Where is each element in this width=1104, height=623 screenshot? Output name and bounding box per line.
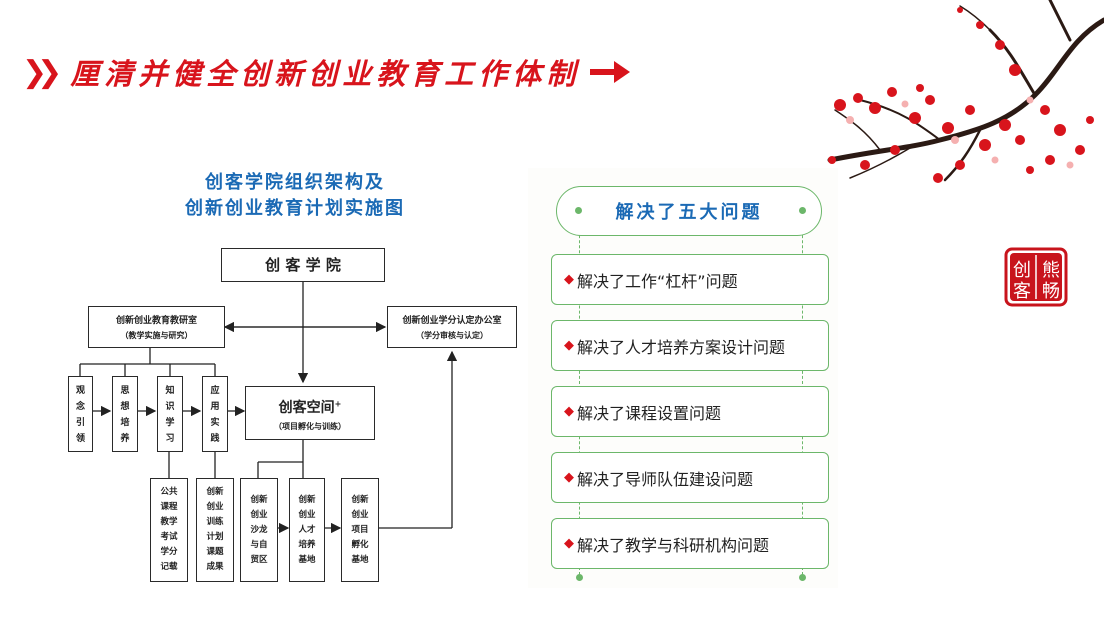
problem-item-label: 解决了导师队伍建设问题 xyxy=(577,469,754,489)
org-box-char: 课程 xyxy=(160,502,178,512)
problem-item-1: ◆ 解决了工作“杠杆”问题 xyxy=(551,254,829,305)
org-box-label: 创新创业学分认定办公室 xyxy=(402,316,502,326)
org-box-char: 学分 xyxy=(160,547,178,557)
title-text: 厘清并健全创新创业教育工作体制 xyxy=(70,57,581,91)
org-box-char: 孵化 xyxy=(351,540,369,550)
problem-item-label: 解决了教学与科研机构问题 xyxy=(577,535,770,555)
org-box-concept-guidance: 观念引领 xyxy=(68,376,93,452)
org-box-char: 知 xyxy=(165,386,175,396)
org-box-char: 学 xyxy=(165,418,175,428)
org-box-applied-practice: 应用实践 xyxy=(202,376,228,452)
org-box-public-course: 公共课程教学考试学分记载 xyxy=(150,478,188,582)
org-box-knowledge-learning: 知识学习 xyxy=(157,376,183,452)
org-box-char: 基地 xyxy=(298,555,316,565)
diagram-subtitle: 创客学院组织架构及 创新创业教育计划实施图 xyxy=(110,170,480,222)
org-box-char: 公共 xyxy=(160,487,178,497)
org-box-label: 创 客 学 院 xyxy=(265,256,341,274)
org-box-teaching-office: 创新创业教育教研室 （教学实施与研究） xyxy=(88,306,225,348)
arrow-right-icon xyxy=(590,61,631,83)
problem-item-label: 解决了工作“杠杆”问题 xyxy=(577,271,738,291)
org-box-label: 创新创业教育教研室 xyxy=(115,316,197,326)
org-box-char: 践 xyxy=(210,434,220,444)
guide-dot xyxy=(799,207,806,214)
org-box-char: 项目 xyxy=(351,525,369,535)
diamond-bullet-icon: ◆ xyxy=(564,404,574,419)
diamond-bullet-icon: ◆ xyxy=(564,272,574,287)
org-box-char: 培 xyxy=(120,418,130,428)
org-box-char: 课题 xyxy=(206,547,224,557)
svg-text:熊: 熊 xyxy=(1042,260,1060,281)
org-box-char: 习 xyxy=(165,434,175,444)
problem-item-3: ◆ 解决了课程设置问题 xyxy=(551,386,829,437)
page-title: ❯❯ 厘清并健全创新创业教育工作体制 xyxy=(22,46,712,98)
org-box-char: 创新 xyxy=(250,495,268,505)
org-box-thought-cultivation: 思想培养 xyxy=(112,376,138,452)
org-box-char: 识 xyxy=(165,402,175,412)
svg-text:创: 创 xyxy=(1013,260,1031,281)
org-box-char: 创新 xyxy=(206,487,224,497)
org-box-sublabel: （教学实施与研究） xyxy=(120,330,193,340)
problem-item-5: ◆ 解决了教学与科研机构问题 xyxy=(551,518,829,569)
guide-dot xyxy=(576,574,583,581)
org-chart-connectors xyxy=(79,282,458,534)
diamond-bullet-icon: ◆ xyxy=(564,338,574,353)
problem-item-label: 解决了人才培养方案设计问题 xyxy=(577,337,786,357)
org-box-char: 考试 xyxy=(160,532,178,542)
org-box-char: 教学 xyxy=(160,517,178,527)
org-box-char: 应 xyxy=(210,386,220,396)
org-box-superscript: + xyxy=(334,398,342,409)
org-box-char: 创新 xyxy=(298,495,316,505)
org-box-char: 训练 xyxy=(206,517,224,527)
org-box-char: 创业 xyxy=(351,510,369,520)
org-box-char: 成果 xyxy=(206,562,224,572)
diamond-bullet-icon: ◆ xyxy=(564,536,574,551)
org-box-training-plan: 创新创业训练计划课题成果 xyxy=(196,478,234,582)
org-box-char: 创业 xyxy=(206,502,224,512)
org-box-char: 与自 xyxy=(250,540,268,550)
org-box-talent-base: 创新创业人才培养基地 xyxy=(289,478,325,582)
org-box-char: 创新 xyxy=(351,495,369,505)
org-box-char: 领 xyxy=(75,434,85,444)
org-box-makers-college: 创 客 学 院 xyxy=(221,248,385,282)
diagram-subtitle-line2: 创新创业教育计划实施图 xyxy=(185,198,405,219)
org-box-char: 沙龙 xyxy=(250,525,268,535)
org-box-char: 思 xyxy=(120,386,130,396)
org-box-char: 观 xyxy=(75,386,85,396)
org-box-char: 实 xyxy=(210,418,220,428)
org-box-label: 创客空间 xyxy=(278,400,335,416)
org-box-char: 人才 xyxy=(298,525,316,535)
org-box-maker-space: 创客空间+ （项目孵化与训练） xyxy=(245,386,375,440)
plum-blossom-decoration xyxy=(827,0,1104,183)
org-box-sublabel: （学分审核与认定） xyxy=(416,330,488,340)
org-box-incubation-base: 创新创业项目孵化基地 xyxy=(341,478,379,582)
org-box-char: 基地 xyxy=(351,555,369,565)
problem-item-2: ◆ 解决了人才培养方案设计问题 xyxy=(551,320,829,371)
org-box-char: 用 xyxy=(210,402,220,412)
org-box-char: 计划 xyxy=(206,532,224,542)
org-box-char: 想 xyxy=(120,402,130,412)
svg-text:畅: 畅 xyxy=(1042,281,1060,302)
org-box-char: 培养 xyxy=(298,540,316,550)
org-box-salon-ftz: 创新创业沙龙与自贸区 xyxy=(240,478,278,582)
problems-header: 解决了五大问题 xyxy=(556,186,822,236)
org-box-char: 记载 xyxy=(160,562,178,572)
org-box-char: 养 xyxy=(120,434,130,444)
problem-item-label: 解决了课程设置问题 xyxy=(577,403,722,423)
org-box-sublabel: （项目孵化与训练） xyxy=(274,421,346,431)
svg-text:客: 客 xyxy=(1013,281,1031,302)
diagram-subtitle-line1: 创客学院组织架构及 xyxy=(205,172,385,193)
diamond-bullet-icon: ◆ xyxy=(564,470,574,485)
org-box-char: 创业 xyxy=(250,510,268,520)
guide-dot xyxy=(575,207,582,214)
problem-item-4: ◆ 解决了导师队伍建设问题 xyxy=(551,452,829,503)
org-box-char: 引 xyxy=(75,418,85,428)
seal-stamp-logo: 熊 畅 创 客 xyxy=(1004,247,1068,307)
org-box-char: 念 xyxy=(75,402,85,412)
guide-dot xyxy=(799,574,806,581)
org-box-char: 创业 xyxy=(298,510,316,520)
org-box-credit-office: 创新创业学分认定办公室 （学分审核与认定） xyxy=(387,306,517,348)
org-box-char: 贸区 xyxy=(250,555,268,565)
problems-header-label: 解决了五大问题 xyxy=(615,202,763,223)
